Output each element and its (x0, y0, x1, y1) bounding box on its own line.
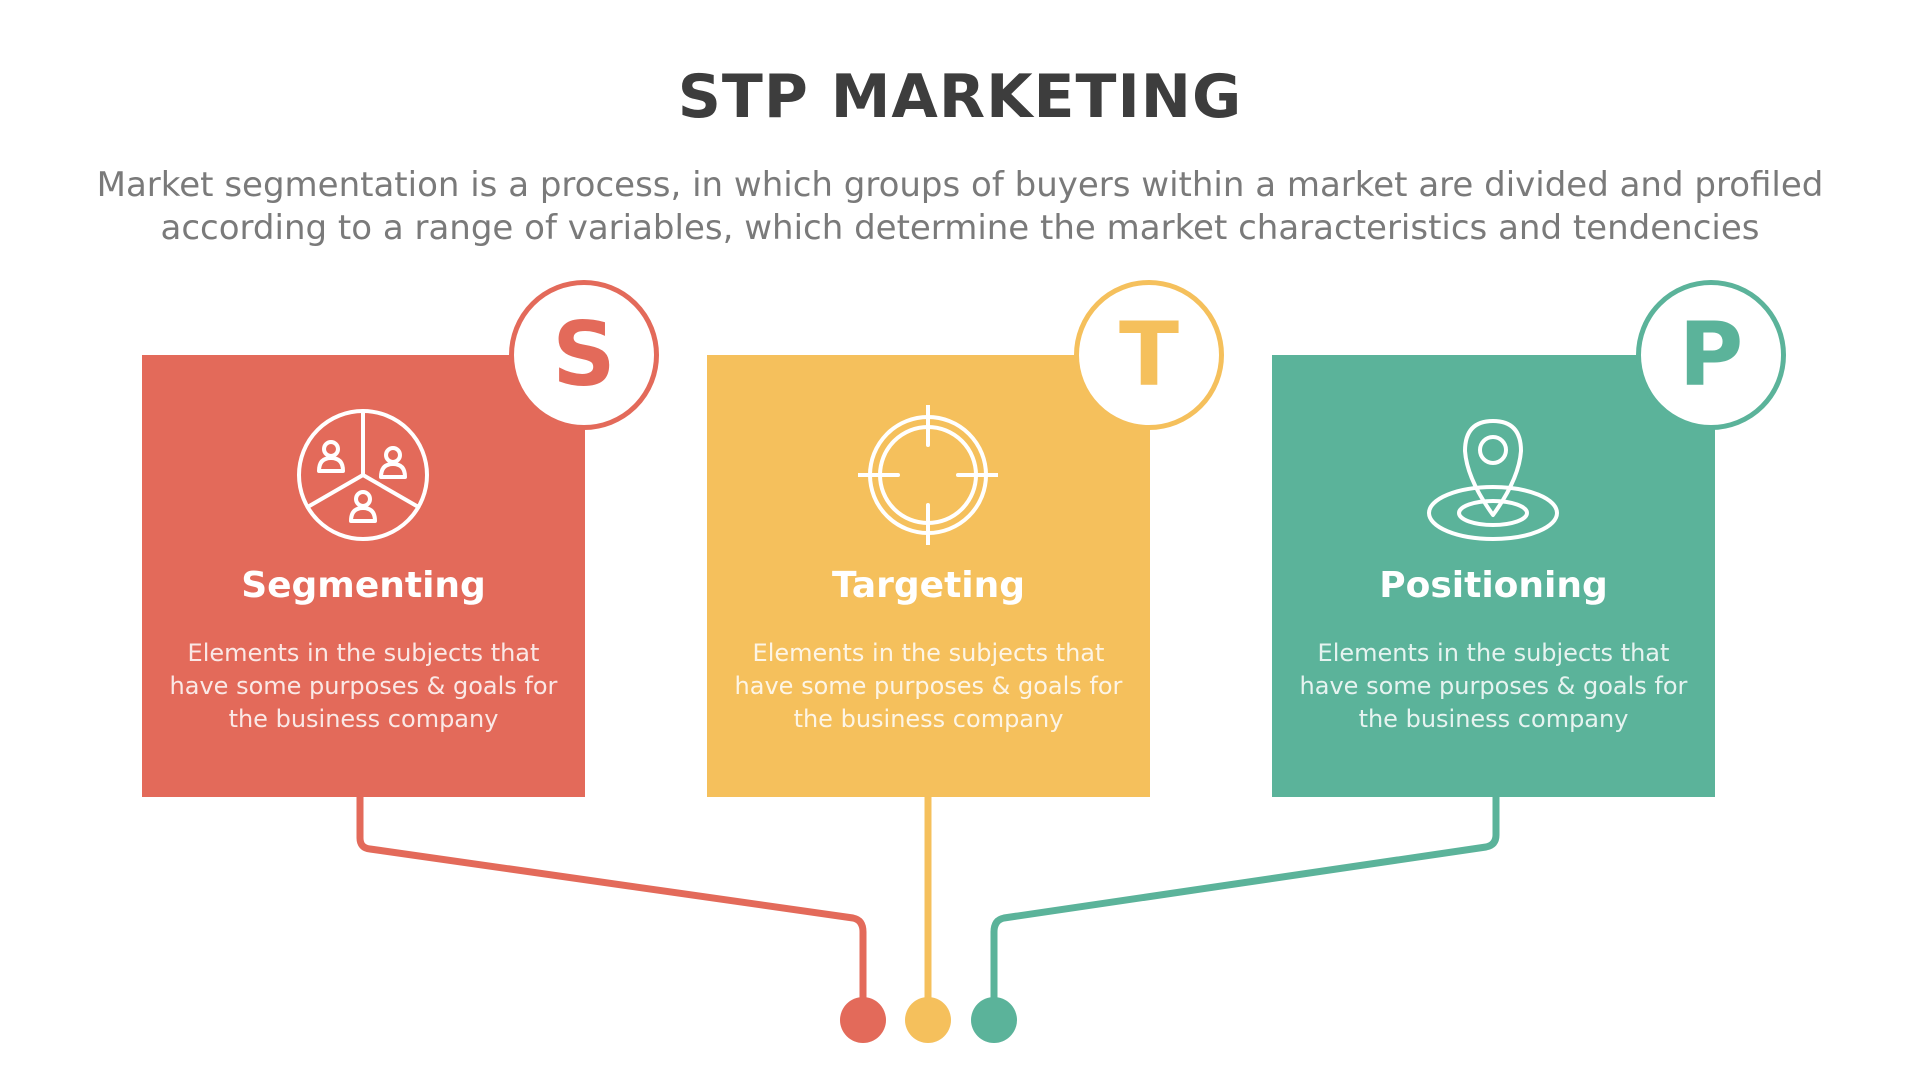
crosshair-target-icon (858, 405, 998, 545)
connector-dot-positioning (971, 997, 1017, 1043)
card-title-targeting: Targeting (831, 565, 1026, 606)
connector-line-positioning (990, 793, 1500, 1022)
segmentation-pie-people-icon (297, 409, 429, 541)
page-title: STP MARKETING (677, 62, 1243, 132)
connector-dot-targeting (905, 997, 951, 1043)
card-title-segmenting: Segmenting (241, 565, 486, 606)
page-subtitle: Market segmentation is a process, in whi… (96, 165, 1824, 248)
card-description-segmenting: Elements in the subjects that have some … (169, 639, 558, 733)
card-description-targeting: Elements in the subjects that have some … (734, 639, 1123, 733)
connector-line-segmenting (356, 793, 867, 1022)
connector-dot-segmenting (840, 997, 886, 1043)
card-description-positioning: Elements in the subjects that have some … (1299, 639, 1688, 733)
card-title-positioning: Positioning (1379, 565, 1608, 606)
badge-segmenting: S (509, 280, 659, 430)
map-pin-location-icon (1427, 419, 1559, 541)
badge-targeting: T (1074, 280, 1224, 430)
card-targeting: Targeting Elements in the subjects that … (707, 355, 1150, 797)
card-segmenting: Segmenting Elements in the subjects that… (142, 355, 585, 797)
card-positioning: Positioning Elements in the subjects tha… (1272, 355, 1715, 797)
badge-positioning: P (1636, 280, 1786, 430)
